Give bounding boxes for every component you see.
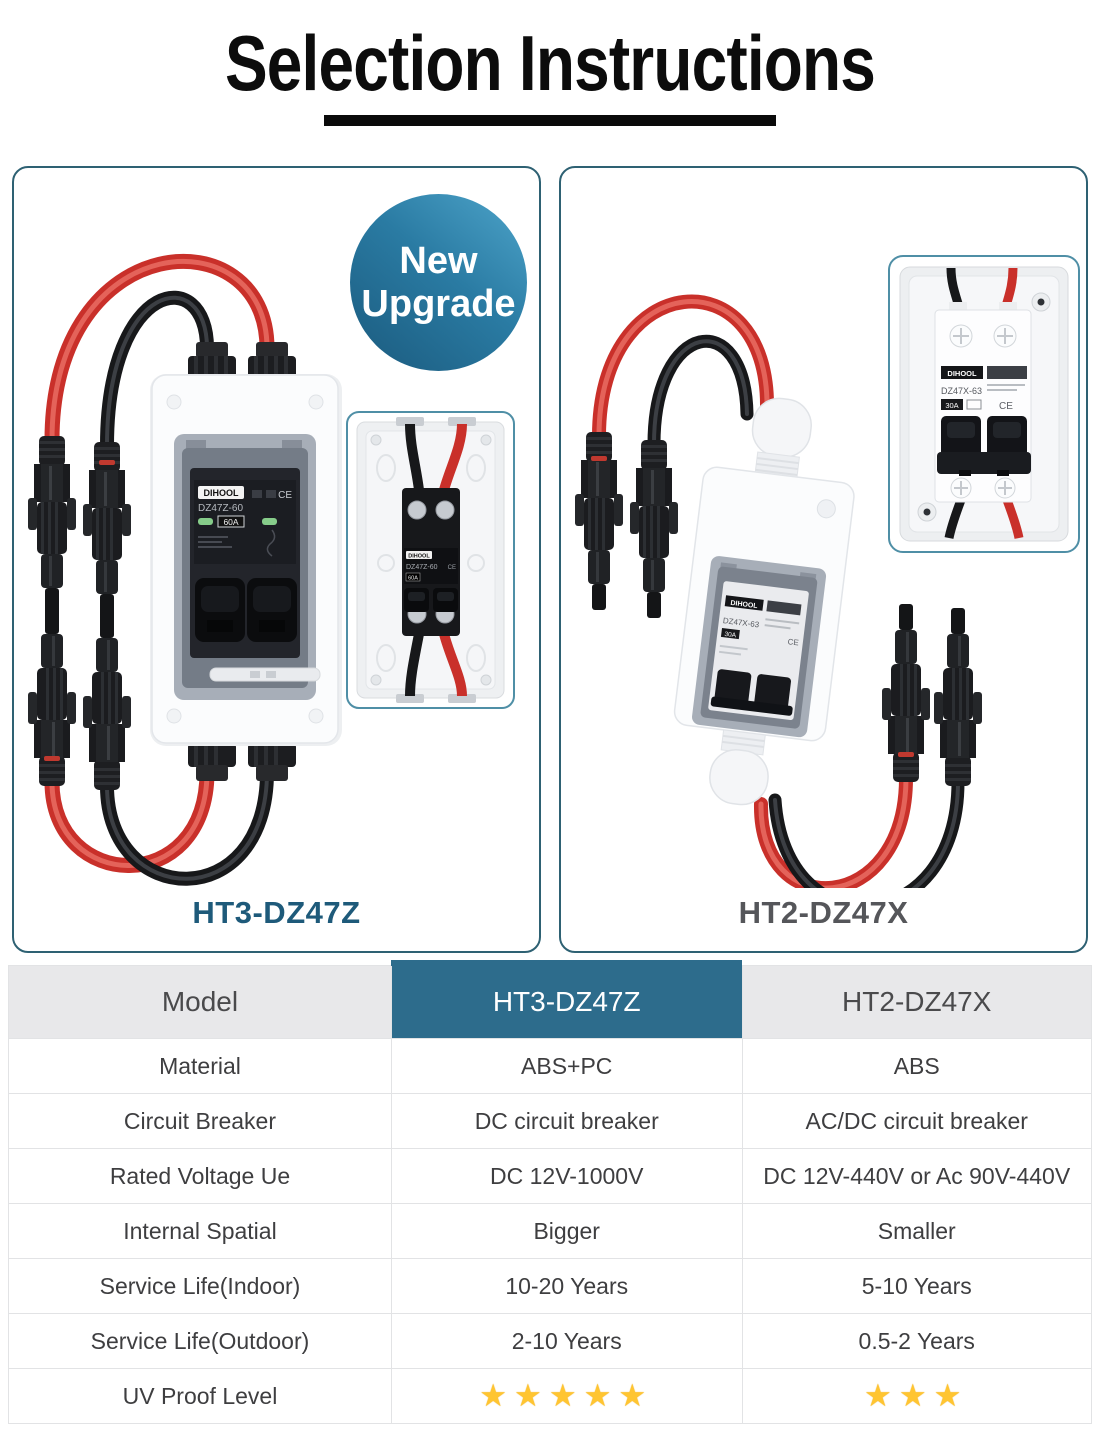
table-row-service-life-outdoor: Service Life(Outdoor) 2-10 Years 0.5-2 Y… <box>9 1313 1091 1368</box>
ht2-value: AC/DC circuit breaker <box>741 1094 1091 1148</box>
ht3-value: DC circuit breaker <box>390 1094 742 1148</box>
ht2-inset-toggles <box>937 416 1031 476</box>
title-underline <box>324 115 776 126</box>
header-ht3: HT3-DZ47Z <box>390 960 742 1038</box>
table-header-row: Model HT3-DZ47Z HT2-DZ47X <box>9 960 1091 1038</box>
ht3-top-cables <box>44 253 275 453</box>
ht2-inset-amp-text: 30A <box>945 401 958 410</box>
badge-line1: New <box>399 239 478 282</box>
table-row-circuit-breaker: Circuit Breaker DC circuit breaker AC/DC… <box>9 1093 1091 1148</box>
ht3-breaker-toggles <box>195 578 297 642</box>
table-row-material: Material ABS+PC ABS <box>9 1038 1091 1093</box>
table-row-service-life-indoor: Service Life(Indoor) 10-20 Years 5-10 Ye… <box>9 1258 1091 1313</box>
ht2-value: 5-10 Years <box>741 1259 1091 1313</box>
ht3-cable-glands <box>188 342 296 781</box>
ht3-value: Bigger <box>390 1204 742 1258</box>
ht2-value: Smaller <box>741 1204 1091 1258</box>
ht3-star-rating: ★★★★★ <box>390 1369 742 1423</box>
product-label-ht2: HT2-DZ47X <box>738 895 909 930</box>
ht3-mc4-connectors <box>28 436 131 790</box>
ht2-inset-screws <box>949 324 1017 499</box>
ht3-inset-amp-text: 60A <box>408 576 418 582</box>
row-label: Service Life(Indoor) <box>99 1272 301 1299</box>
ht3-bottom-cables <box>44 764 274 886</box>
ht3-inset-photo: DIHOOL DZ47Z-60 60A CE <box>346 411 515 709</box>
ht3-value: 2-10 Years <box>390 1314 742 1368</box>
product-panels: DIHOOL DZ47Z-60 60A CE <box>12 166 1088 953</box>
ht3-enclosure: DIHOOL DZ47Z-60 60A CE <box>150 374 342 746</box>
header-ht2: HT2-DZ47X <box>741 966 1091 1038</box>
ht2-star-rating: ★★★ <box>741 1369 1091 1423</box>
ht2-top-cables <box>592 294 775 451</box>
row-label: Service Life(Outdoor) <box>90 1327 310 1354</box>
header: Selection Instructions <box>0 0 1100 126</box>
table-row-uv-proof: UV Proof Level ★★★★★ ★★★ <box>9 1368 1091 1423</box>
ht3-ce-text: CE <box>278 490 292 501</box>
ht3-value: ABS+PC <box>390 1039 742 1093</box>
ht3-value: DC 12V-1000V <box>390 1149 742 1203</box>
table-row-rated-voltage: Rated Voltage Ue DC 12V-1000V DC 12V-440… <box>9 1148 1091 1203</box>
ht3-breaker-label: DIHOOL DZ47Z-60 60A CE <box>194 480 296 564</box>
row-label: Material <box>159 1052 241 1079</box>
product-panel-ht2: DIHOOL DZ47X-63 30A CE <box>559 166 1088 953</box>
ht3-brand-text: DIHOOL <box>204 488 240 498</box>
badge-line2: Upgrade <box>361 282 516 325</box>
ht3-inset-model-text: DZ47Z-60 <box>406 564 438 571</box>
ht2-inset-label: DIHOOL DZ47X-63 30A CE <box>941 366 1027 412</box>
page-title: Selection Instructions <box>224 19 876 107</box>
ht2-amp-text: 30A <box>724 631 737 639</box>
product-photo-ht3: DIHOOL DZ47Z-60 60A CE <box>28 253 515 886</box>
row-label: Internal Spatial <box>123 1217 277 1244</box>
row-label: Circuit Breaker <box>123 1107 277 1134</box>
table-row-internal-spatial: Internal Spatial Bigger Smaller <box>9 1203 1091 1258</box>
ht2-brand-text: DIHOOL <box>730 600 759 610</box>
ht2-enclosure: DIHOOL DZ47X-63 30A CE <box>673 397 855 806</box>
ht2-inset-brand-text: DIHOOL <box>947 369 977 378</box>
ht2-bottom-cables <box>753 771 965 888</box>
ht3-inset-ce-text: CE <box>448 565 456 571</box>
ht2-model-text: DZ47X-63 <box>722 616 760 629</box>
row-label: Rated Voltage Ue <box>109 1162 291 1189</box>
ht2-value: 0.5-2 Years <box>741 1314 1091 1368</box>
ht3-value: 10-20 Years <box>390 1259 742 1313</box>
product-panel-ht3: DIHOOL DZ47Z-60 60A CE <box>12 166 541 953</box>
row-label: UV Proof Level <box>122 1382 278 1409</box>
ht2-inset-model-text: DZ47X-63 <box>941 386 982 396</box>
ht2-ce-text: CE <box>787 637 799 647</box>
header-model: Model <box>9 966 391 1038</box>
ht3-model-text: DZ47Z-60 <box>198 503 243 514</box>
product-photo-ht2: DIHOOL DZ47X-63 30A CE <box>575 255 1080 888</box>
ht2-value: ABS <box>741 1039 1091 1093</box>
ht3-inset-brand-text: DIHOOL <box>408 554 430 560</box>
new-upgrade-badge: New Upgrade <box>350 194 527 371</box>
ht2-breaker-toggles <box>710 669 793 716</box>
ht2-inset-photo: DIHOOL DZ47X-63 30A CE <box>888 255 1080 553</box>
comparison-table: Model HT3-DZ47Z HT2-DZ47X Material ABS+P… <box>8 960 1092 1424</box>
ht3-amp-text: 60A <box>223 517 238 527</box>
ht2-mc4-connectors <box>575 432 982 786</box>
ht2-value: DC 12V-440V or Ac 90V-440V <box>741 1149 1091 1203</box>
product-label-ht3: HT3-DZ47Z <box>192 895 361 930</box>
ht2-inset-ce-text: CE <box>999 401 1013 412</box>
ht2-breaker-label: DIHOOL DZ47X-63 30A CE <box>718 595 802 656</box>
